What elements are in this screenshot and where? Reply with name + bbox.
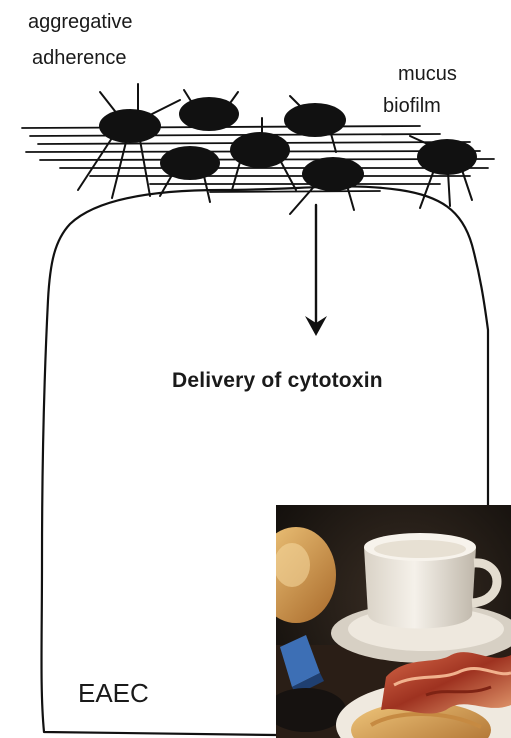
delivery-arrow-head <box>305 316 327 336</box>
label-adherence: adherence <box>32 47 127 69</box>
bacterium <box>302 157 364 191</box>
label-eaec: EAEC <box>78 678 149 708</box>
breakfast-photo-image <box>276 505 511 738</box>
breakfast-photo <box>276 505 511 738</box>
bacterium <box>99 109 161 143</box>
bacterium <box>284 103 346 137</box>
bacterium <box>417 139 477 175</box>
label-aggregative: aggregative <box>28 11 133 33</box>
bacteria-cluster <box>99 97 477 191</box>
label-mucus: mucus <box>398 63 457 85</box>
label-biofilm: biofilm <box>383 95 441 117</box>
bacterium <box>230 132 290 168</box>
cell-outline <box>40 185 490 737</box>
label-delivery-of-cytotoxin: Delivery of cytotoxin <box>172 369 383 392</box>
bacterium <box>160 146 220 180</box>
bacterium <box>179 97 239 131</box>
